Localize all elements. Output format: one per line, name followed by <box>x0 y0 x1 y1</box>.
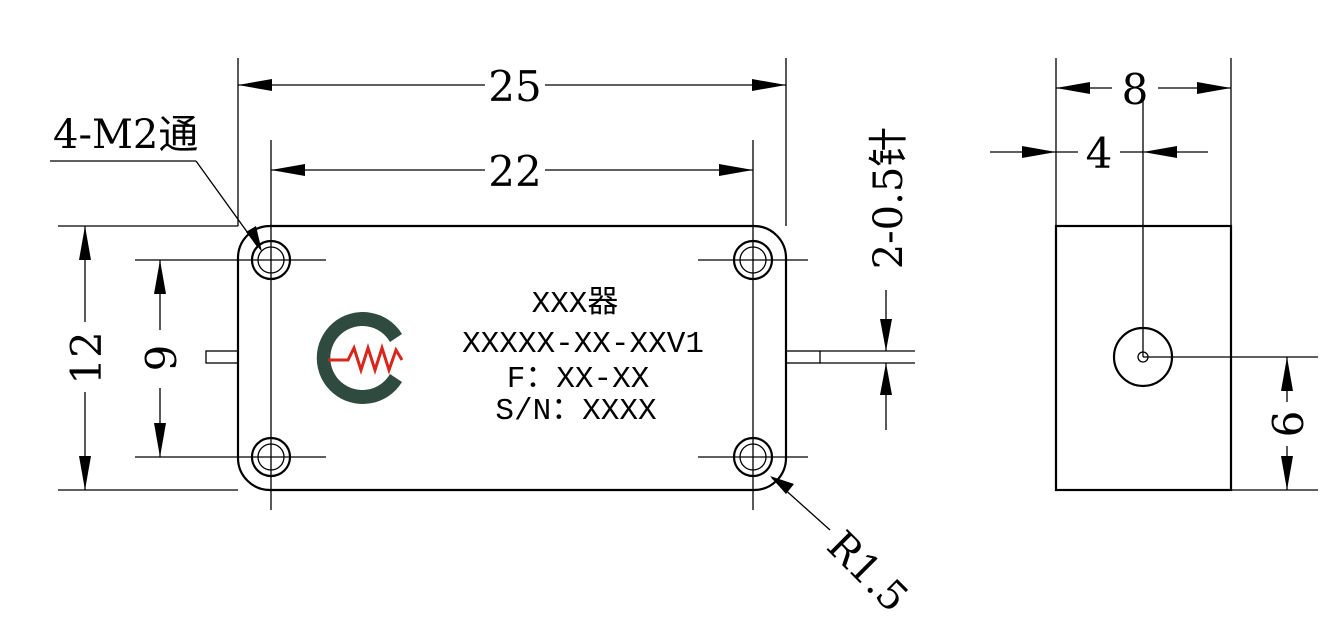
dimension-side-width: 8 <box>1056 65 1231 114</box>
dimension-overall-height: 12 <box>62 226 111 490</box>
dimension-8-text: 8 <box>1122 65 1149 114</box>
right-pin <box>785 350 821 364</box>
dimension-pin-spec: 2-0.5针 <box>866 127 912 430</box>
corner-radius-text: R1.5 <box>818 523 917 622</box>
dimension-pin-height: 6 <box>1264 357 1313 490</box>
pin-spec-text: 2-0.5针 <box>866 127 912 270</box>
dimension-12-text: 12 <box>62 331 111 384</box>
label-line-2: XXXXX-XX-XXV1 <box>462 327 704 362</box>
dimension-pin-offset: 4 <box>990 129 1208 178</box>
dimension-9-text: 9 <box>137 345 186 372</box>
label-line-4: S/N：XXXX <box>495 394 657 429</box>
dimension-overall-length: 25 <box>238 62 786 111</box>
dimension-25-text: 25 <box>488 62 541 111</box>
dimension-hole-spacing-x: 22 <box>271 147 753 196</box>
company-logo <box>316 312 404 405</box>
dimension-22-text: 22 <box>488 147 541 196</box>
hole-callout: 4-M2通 <box>50 112 262 252</box>
front-view: 25 22 12 9 <box>50 58 917 621</box>
label-line-3: F：XX-XX <box>507 362 650 397</box>
dimension-hole-spacing-y: 9 <box>137 260 186 457</box>
label-line-1: XXX器 <box>532 287 619 322</box>
dimension-4-text: 4 <box>1086 129 1113 178</box>
corner-radius-callout: R1.5 <box>770 476 917 621</box>
side-view: 8 4 6 <box>990 58 1318 492</box>
left-pin <box>205 350 239 364</box>
hole-center-lines <box>135 140 808 510</box>
hole-callout-text: 4-M2通 <box>53 112 198 158</box>
device-label: XXX器 XXXXX-XX-XXV1 F：XX-XX S/N：XXXX <box>462 287 704 429</box>
dimension-6-text: 6 <box>1264 411 1313 438</box>
